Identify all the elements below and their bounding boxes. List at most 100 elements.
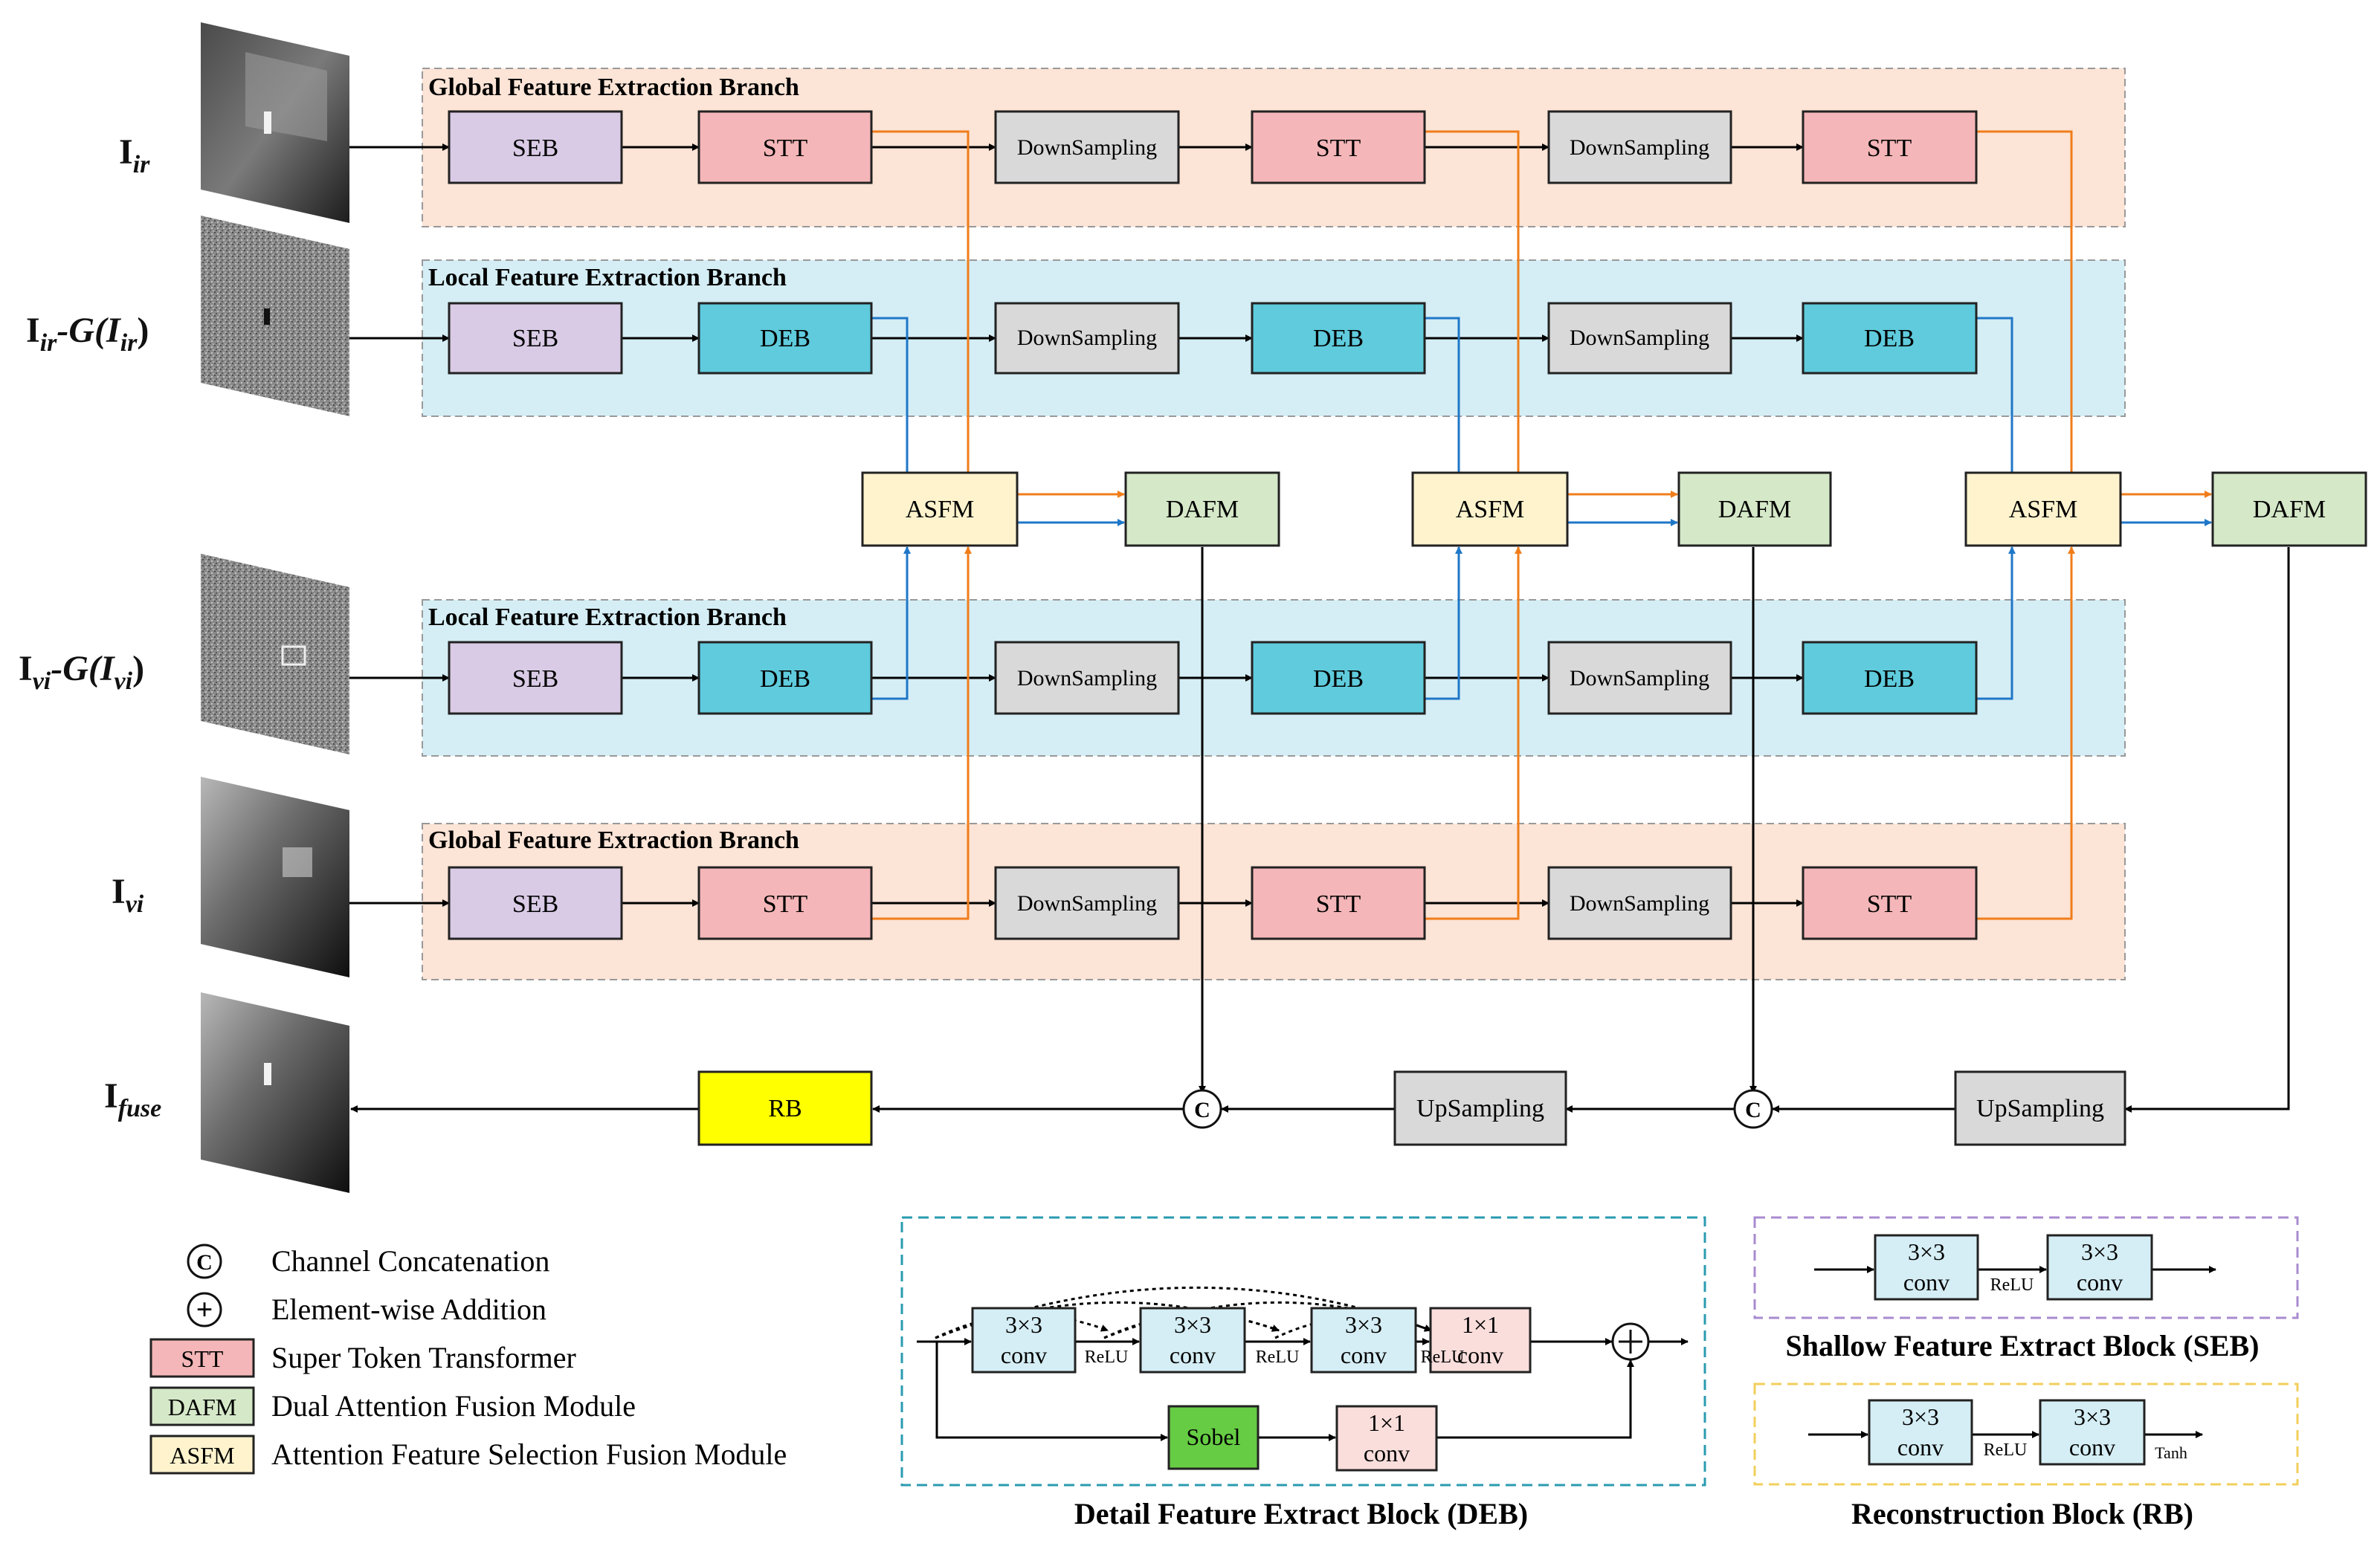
seb-detail-conv2: 3×3 conv [2046, 1234, 2153, 1301]
svg-text:RB: RB [768, 1095, 802, 1122]
deb-ir-2: DEB [1251, 302, 1426, 375]
vi-image [201, 777, 349, 977]
svg-text:ASFM: ASFM [170, 1442, 234, 1469]
deb-relu-3: ReLU [1421, 1348, 1465, 1367]
seb-detail-frame [1753, 1216, 2299, 1319]
svg-text:Super Token Transformer: Super Token Transformer [271, 1341, 576, 1374]
seb-ir: SEB [448, 110, 623, 184]
legend-stt: STT Super Token Transformer [149, 1338, 576, 1378]
svg-text:1×1: 1×1 [1368, 1409, 1405, 1436]
deb-detail-frame [900, 1216, 1706, 1487]
svg-text:DEB: DEB [760, 665, 810, 693]
svg-text:+: + [196, 1293, 213, 1326]
svg-text:STT: STT [1867, 135, 1912, 162]
deb-sobel: Sobel [1167, 1405, 1260, 1470]
svg-text:ASFM: ASFM [2009, 496, 2078, 523]
rb-detail-frame [1753, 1383, 2299, 1486]
dafm-2: DAFM [1677, 471, 1832, 547]
label-ir-minus-g: Iir-G(Iir) [26, 311, 149, 357]
svg-text:STT: STT [1316, 135, 1361, 162]
rb-detail-title: Reconstruction Block (RB) [1851, 1497, 2193, 1530]
svg-text:SEB: SEB [512, 665, 558, 693]
svg-text:1×1: 1×1 [1462, 1311, 1499, 1338]
svg-text:DAFM: DAFM [1718, 496, 1791, 523]
svg-text:DownSampling: DownSampling [1017, 135, 1157, 160]
deb-relu-2: ReLU [1256, 1348, 1300, 1367]
svg-text:3×3: 3×3 [1902, 1403, 1939, 1430]
svg-text:3×3: 3×3 [1345, 1311, 1382, 1338]
asfm-1: ASFM [861, 471, 1019, 547]
seb-ir-detail: SEB [448, 302, 623, 375]
svg-text:3×3: 3×3 [2074, 1403, 2111, 1430]
svg-text:conv: conv [1170, 1342, 1216, 1368]
seb-detail-conv1: 3×3 conv [1874, 1234, 1979, 1301]
svg-text:conv: conv [1001, 1342, 1047, 1368]
legend-concat: C Channel Concatenation [187, 1244, 549, 1279]
svg-text:3×3: 3×3 [1908, 1238, 1945, 1265]
stt-ir-3: STT [1802, 110, 1978, 184]
label-vi-minus-g: Ivi-G(Ivi) [19, 649, 144, 695]
svg-text:3×3: 3×3 [1174, 1311, 1211, 1338]
svg-text:ASFM: ASFM [1456, 496, 1525, 523]
global-branch-bottom-title: Global Feature Extraction Branch [428, 827, 799, 854]
svg-text:DAFM: DAFM [1166, 496, 1239, 523]
downsampling-vi-detail-2: DownSampling [1547, 641, 1732, 715]
svg-text:conv: conv [1897, 1434, 1944, 1461]
svg-text:DownSampling: DownSampling [1017, 891, 1157, 916]
svg-text:STT: STT [1316, 890, 1361, 918]
fused-image [201, 992, 349, 1193]
downsampling-ir-detail-2: DownSampling [1547, 302, 1732, 375]
svg-text:DownSampling: DownSampling [1570, 326, 1709, 350]
svg-text:STT: STT [763, 890, 808, 918]
svg-text:DownSampling: DownSampling [1570, 891, 1709, 916]
svg-text:conv: conv [1903, 1269, 1950, 1296]
svg-text:C: C [196, 1250, 213, 1275]
concat-1: C [1182, 1089, 1222, 1129]
svg-text:DownSampling: DownSampling [1570, 135, 1709, 160]
deb-vi-3: DEB [1802, 641, 1978, 715]
svg-text:3×3: 3×3 [2081, 1238, 2118, 1265]
svg-text:conv: conv [1364, 1440, 1410, 1466]
global-branch-top-title: Global Feature Extraction Branch [428, 74, 799, 101]
stt-vi-1: STT [697, 866, 873, 940]
rb-detail-conv1: 3×3 conv [1868, 1399, 1973, 1466]
upsampling-1: UpSampling [1393, 1070, 1567, 1146]
svg-text:SEB: SEB [512, 325, 558, 352]
svg-text:UpSampling: UpSampling [1976, 1095, 2104, 1122]
downsampling-ir-2: DownSampling [1547, 110, 1732, 184]
svg-text:DEB: DEB [1313, 665, 1364, 693]
svg-text:Sobel: Sobel [1187, 1423, 1241, 1450]
asfm-2: ASFM [1411, 471, 1569, 547]
downsampling-vi-1: DownSampling [994, 866, 1180, 940]
label-ir: Iir [119, 132, 150, 178]
deb-ir-3: DEB [1802, 302, 1978, 375]
deb-vi-2: DEB [1251, 641, 1426, 715]
deb-add [1611, 1322, 1650, 1361]
deb-relu-1: ReLU [1085, 1348, 1129, 1367]
concat-2: C [1733, 1089, 1773, 1129]
stt-ir-1: STT [697, 110, 873, 184]
downsampling-vi-detail-1: DownSampling [994, 641, 1180, 715]
label-fuse: Ifuse [104, 1076, 161, 1122]
svg-text:DEB: DEB [1864, 665, 1915, 693]
svg-text:DEB: DEB [760, 325, 810, 352]
svg-text:Channel Concatenation: Channel Concatenation [271, 1244, 549, 1278]
deb-ir-1: DEB [697, 302, 873, 375]
label-vi: Ivi [112, 872, 144, 918]
svg-text:Element-wise Addition: Element-wise Addition [271, 1293, 546, 1326]
downsampling-ir-1: DownSampling [994, 110, 1180, 184]
svg-text:DAFM: DAFM [168, 1394, 236, 1420]
local-branch-top-title: Local Feature Extraction Branch [428, 264, 787, 291]
downsampling-vi-2: DownSampling [1547, 866, 1732, 940]
seb-detail-relu: ReLU [1990, 1275, 2034, 1295]
svg-text:C: C [1194, 1098, 1210, 1122]
svg-text:conv: conv [2077, 1269, 2123, 1296]
dafm-1: DAFM [1124, 471, 1280, 547]
seb-detail-title: Shallow Feature Extract Block (SEB) [1785, 1329, 2259, 1362]
svg-text:STT: STT [1867, 890, 1912, 918]
svg-text:SEB: SEB [512, 135, 558, 162]
local-branch-bottom-title: Local Feature Extraction Branch [428, 604, 787, 631]
